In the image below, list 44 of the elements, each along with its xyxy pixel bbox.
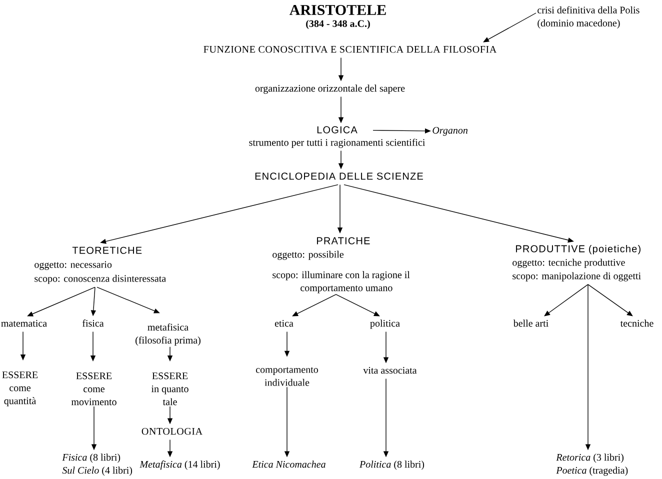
topic-text: ONTOLOGIA — [142, 428, 202, 435]
branch-label: etica — [274, 320, 294, 327]
heading: LOGICA — [317, 126, 358, 134]
book-title: Poetica (tragedia) — [556, 466, 628, 476]
topic-text: vita associata — [363, 366, 417, 374]
book-title: Etica Nicomachea — [252, 460, 326, 468]
description-text: oggetto: tecniche produttive — [512, 258, 625, 268]
description-text: oggetto: necessario — [34, 261, 112, 270]
book-title: Politica (8 libri) — [359, 460, 424, 470]
branch-label: matematica — [1, 320, 47, 327]
description-text: scopo: illuminare con la ragione il comportamento umano — [272, 271, 410, 294]
branch-label: belle arti — [513, 320, 548, 327]
heading: PRATICHE — [317, 237, 370, 244]
branch-label: metafisica (filosofia prima) — [136, 323, 200, 346]
title: ARISTOTELE — [290, 4, 386, 16]
topic-text: FUNZIONE CONOSCITIVA E SCIENTIFICA DELLA FILOSOFIA — [204, 46, 497, 53]
description-text: oggetto: possibile — [272, 250, 344, 260]
heading: PRODUTTIVE (poietiche) — [516, 244, 640, 254]
book-title: Organon — [432, 126, 468, 136]
topic-text: ESSERE come quantità — [2, 372, 38, 406]
arrow — [544, 284, 588, 316]
description-text: scopo: conoscenza disinteressata — [34, 274, 166, 284]
heading: ENCICLOPEDIA DELLE SCIENZE — [255, 172, 423, 180]
arrow — [483, 12, 536, 42]
note-text: crisi definitiva della Polis (dominio macedone) — [538, 6, 640, 28]
book-title: Metafisica (14 libri) — [140, 460, 220, 470]
date-text: (384 - 348 a.C.) — [306, 20, 370, 30]
arrow — [588, 284, 633, 316]
topic-text: ESSERE come movimento — [71, 372, 116, 406]
book-title: Fisica (8 libri) — [62, 454, 120, 463]
topic-text: comportamento individuale — [256, 367, 318, 386]
topic-text: ESSERE in quanto tale — [151, 372, 188, 406]
arrow — [292, 294, 336, 316]
book-title: Retorica (3 libri) — [556, 454, 624, 463]
heading: TEORETICHE — [72, 246, 142, 254]
topic-text: organizzazione orizzontale del sapere — [255, 84, 405, 94]
arrow — [336, 294, 380, 316]
branch-label: fisica — [82, 320, 104, 327]
book-title: Sul Cielo (4 libri) — [62, 466, 132, 476]
branch-label: politica — [370, 320, 400, 329]
branch-label: tecniche — [620, 320, 654, 327]
description-text: strumento per tutti i ragionamenti scientifici — [249, 138, 426, 148]
arrow — [96, 286, 160, 314]
description-text: scopo: manipolazione di oggetti — [512, 272, 641, 282]
